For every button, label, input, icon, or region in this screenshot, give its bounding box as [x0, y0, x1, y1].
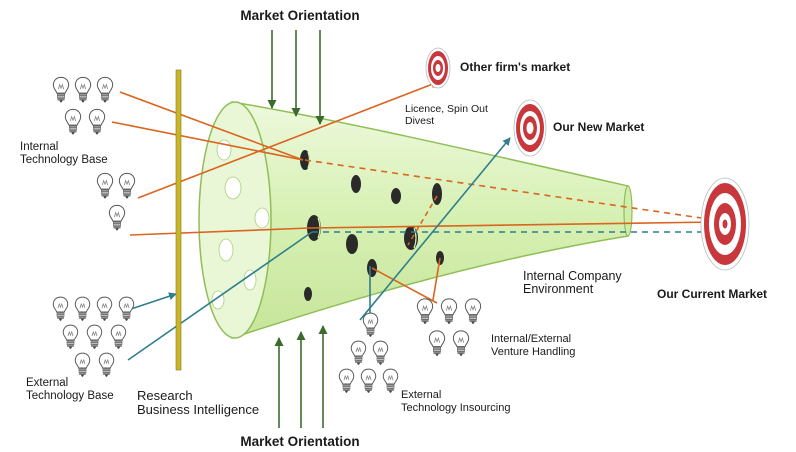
orange-arrows — [111, 80, 716, 304]
insourcing-bulbs — [338, 312, 399, 394]
other-firms-market-label: Other firm's market — [460, 60, 570, 74]
target-our-current-market — [700, 177, 750, 271]
business-intelligence-label: Business Intelligence — [137, 402, 259, 417]
funnel — [198, 101, 633, 340]
internal-technology-label-1: Internal — [20, 141, 58, 153]
our-current-market-label: Our Current Market — [657, 287, 767, 301]
internal-company-label-2: Environment — [523, 282, 594, 296]
external-technology-bulbs — [52, 296, 135, 378]
market-orientation-bottom-label: Market Orientation — [240, 434, 359, 449]
research-label: Research — [137, 388, 193, 403]
market-orientation-top-label: Market Orientation — [240, 8, 359, 23]
divest-label: Divest — [405, 115, 434, 127]
licence-spin-out-label: Licence, Spin Out — [405, 103, 488, 115]
internal-technology-label-2: Technology Base — [20, 154, 108, 166]
internal-company-label-1: Internal Company — [523, 269, 622, 283]
target-our-new-market — [513, 99, 547, 157]
technology-insourcing-label-2: Technology Insourcing — [401, 402, 510, 414]
external-technology-label-1: External — [26, 377, 68, 389]
market-orientation-arrows-top — [267, 30, 325, 125]
venture-handling-label-1: Internal/External — [491, 333, 571, 345]
our-new-market-label: Our New Market — [553, 120, 644, 134]
external-technology-label-2: Technology Base — [26, 390, 114, 402]
target-other-firms-market — [425, 47, 451, 89]
venture-handling-label-2: Venture Handling — [491, 346, 575, 358]
technology-insourcing-label-1: External — [401, 389, 441, 401]
funnel-outlet — [623, 185, 633, 237]
funnel-mouth-holes — [211, 139, 270, 310]
venture-handling-bulbs — [416, 298, 482, 357]
market-orientation-arrows-bottom — [274, 325, 328, 428]
research-gate-bar — [175, 69, 182, 371]
